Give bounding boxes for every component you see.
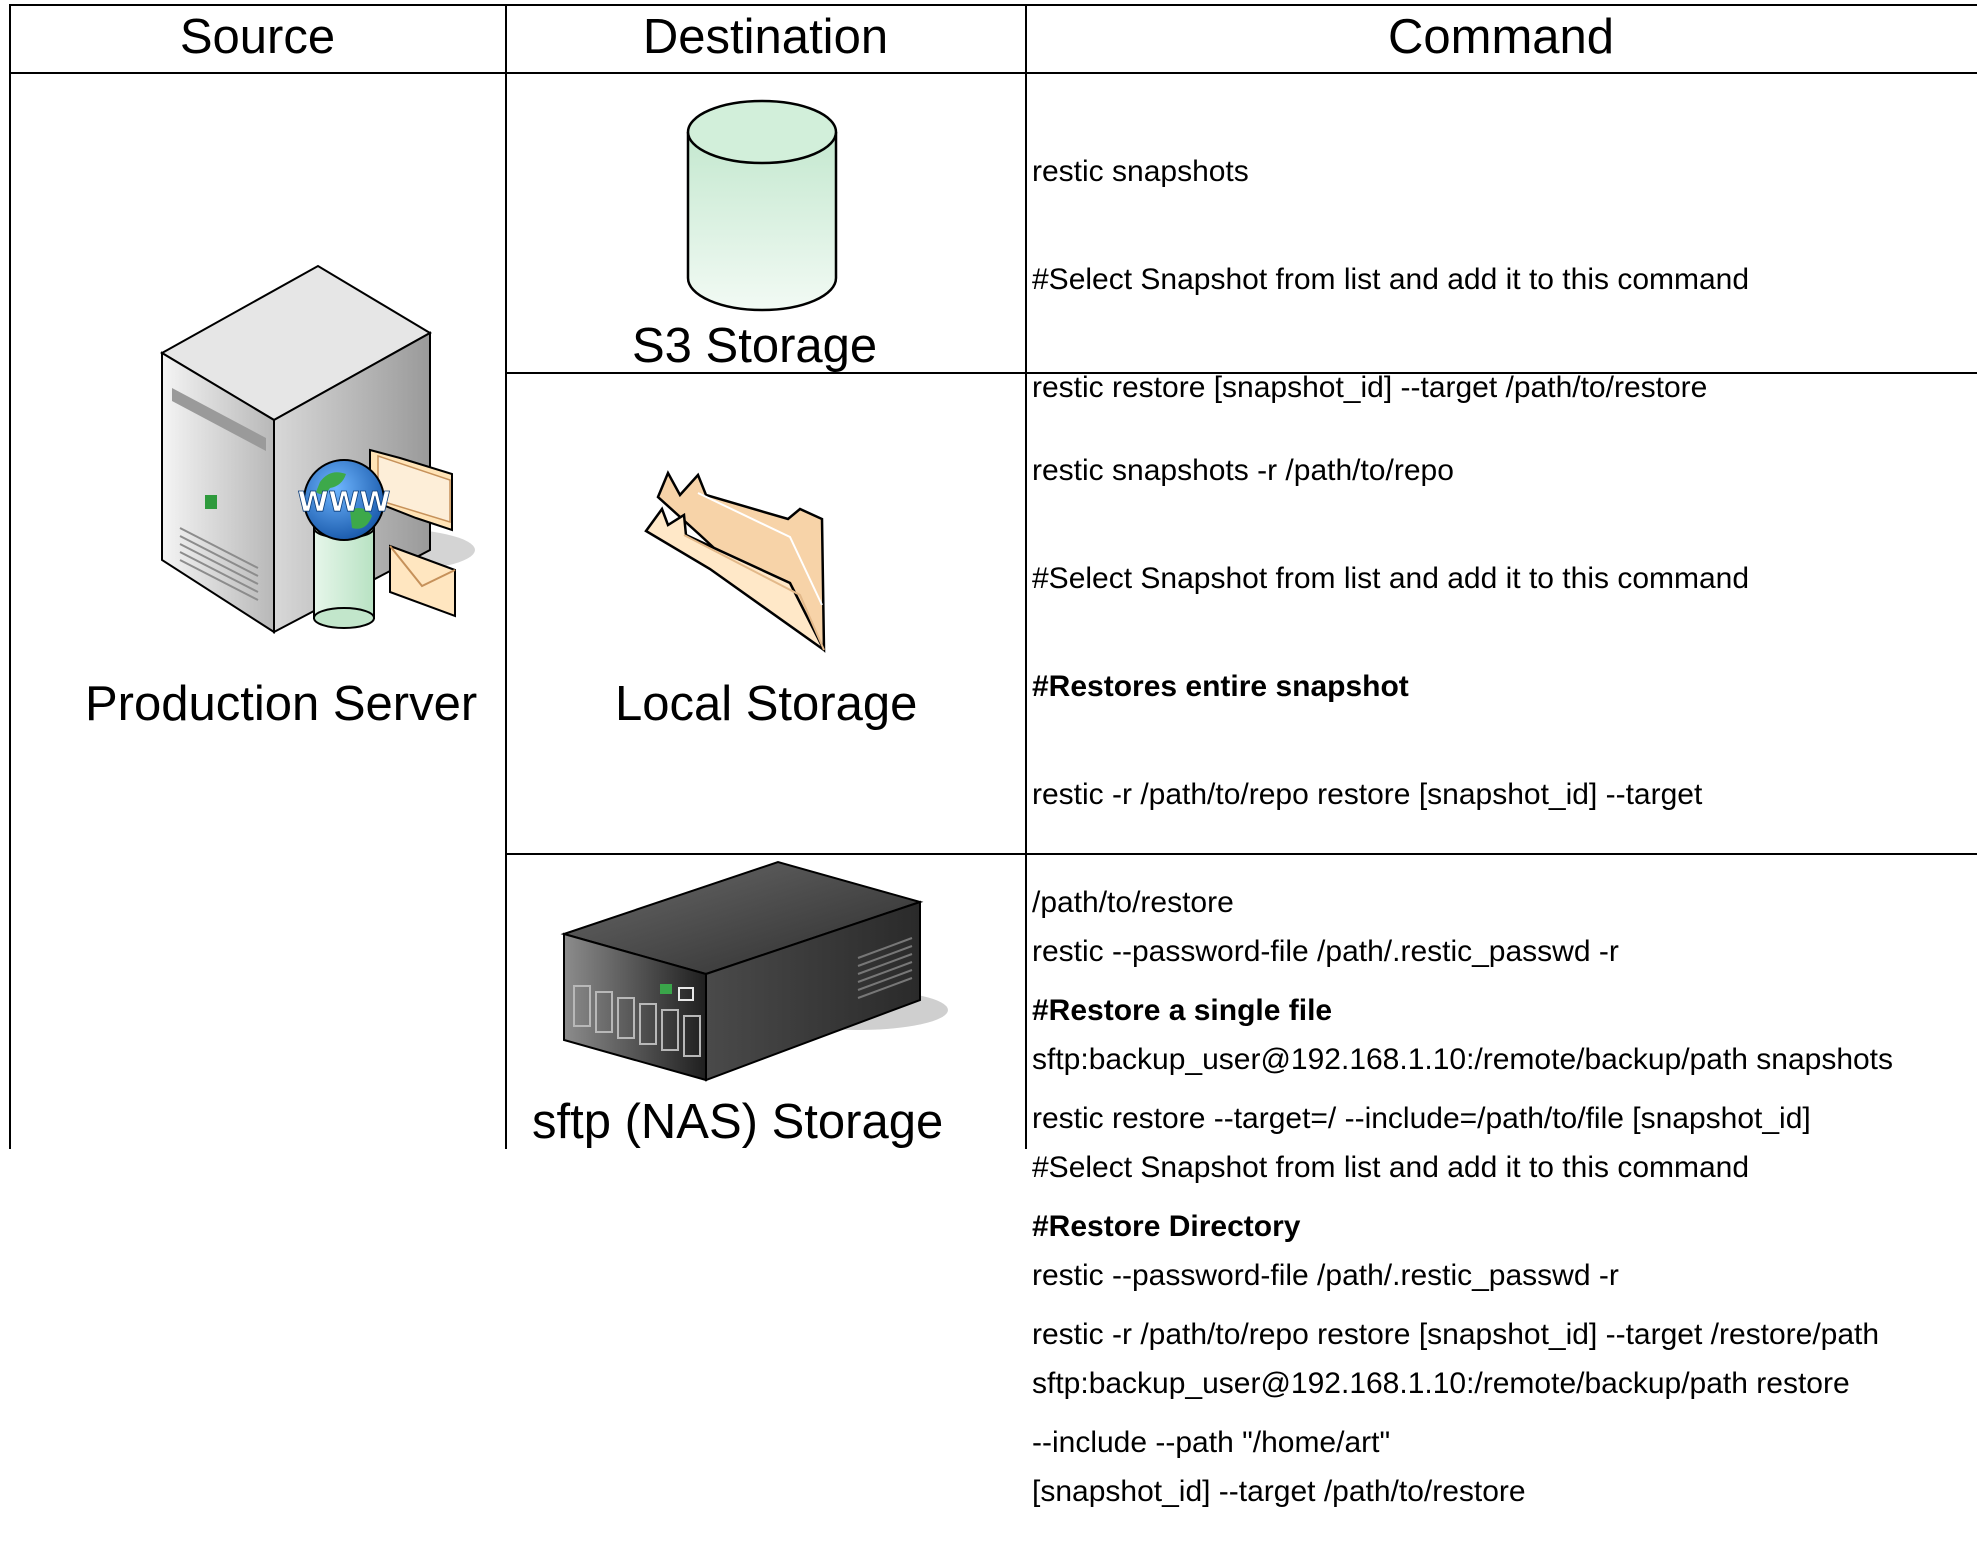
folder-icon [644, 470, 826, 653]
command-comment-bold: #Restore a single file [1032, 994, 1333, 1027]
header-destination: Destination [642, 9, 889, 64]
command-line: #Select Snapshot from list and add it to… [1032, 263, 1750, 296]
cylinder-storage-icon [686, 99, 838, 312]
command-block-s3: restic snapshots #Select Snapshot from l… [1032, 82, 1972, 442]
header-divider [9, 72, 1977, 74]
source-label: Production Server [85, 677, 478, 731]
command-line: restic snapshots [1032, 155, 1249, 188]
column-divider-1 [505, 4, 507, 1149]
destination-label-nas: sftp (NAS) Storage [532, 1095, 944, 1149]
row-divider-1 [505, 372, 1977, 374]
header-source: Source [179, 9, 336, 64]
command-line: #Select Snapshot from list and add it to… [1032, 1151, 1750, 1184]
command-line: [snapshot_id] --target /path/to/restore [1032, 1475, 1526, 1508]
nas-server-icon [560, 860, 948, 1082]
header-command: Command [1387, 9, 1615, 64]
destination-label-local: Local Storage [615, 677, 918, 731]
table-border-top [9, 4, 1977, 6]
table-border-left [9, 4, 11, 1149]
command-line: sftp:backup_user@192.168.1.10:/remote/ba… [1032, 1043, 1894, 1076]
command-line: /path/to/restore [1032, 886, 1234, 919]
command-line: restic --password-file /path/.restic_pas… [1032, 935, 1619, 968]
destination-label-s3: S3 Storage [632, 319, 878, 373]
command-line: restic --password-file /path/.restic_pas… [1032, 1259, 1619, 1292]
command-line: restic restore [snapshot_id] --target /p… [1032, 371, 1708, 404]
row-divider-2 [505, 853, 1977, 855]
command-line: restic snapshots -r /path/to/repo [1032, 454, 1454, 487]
command-line: restic restore --target=/ --include=/pat… [1032, 1102, 1811, 1135]
www-badge-text: WWW [298, 485, 391, 518]
command-line: restic -r /path/to/repo restore [snapsho… [1032, 778, 1703, 811]
command-comment-bold: #Restores entire snapshot [1032, 670, 1409, 703]
command-line: sftp:backup_user@192.168.1.10:/remote/ba… [1032, 1367, 1850, 1400]
column-divider-2 [1025, 4, 1027, 1149]
web-server-icon: WWW [160, 264, 475, 634]
command-block-nas: restic --password-file /path/.restic_pas… [1032, 862, 1972, 1546]
command-line: #Select Snapshot from list and add it to… [1032, 562, 1750, 595]
